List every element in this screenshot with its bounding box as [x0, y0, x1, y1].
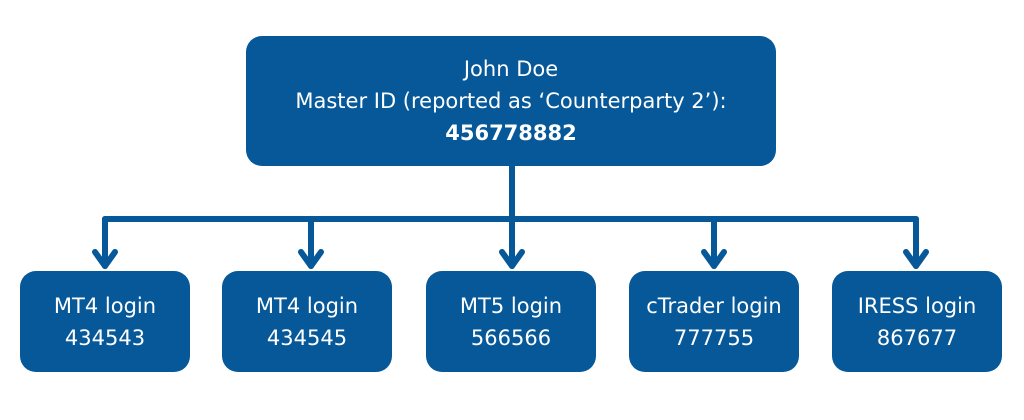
master-account-box: John Doe Master ID (reported as ‘Counter… — [246, 36, 776, 166]
login-number: 434543 — [64, 325, 146, 350]
login-platform: IRESS login — [857, 293, 977, 318]
master-name: John Doe — [463, 57, 559, 81]
login-platform: MT4 login — [53, 293, 157, 318]
login-box-4: cTrader login 777755 — [629, 271, 799, 372]
master-id-value: 456778882 — [445, 121, 577, 145]
arrow-4 — [701, 216, 727, 269]
login-number: 434545 — [266, 325, 348, 350]
arrow-1 — [92, 216, 118, 269]
login-box-2: MT4 login 434545 — [222, 271, 392, 372]
login-number: 867677 — [876, 325, 958, 350]
login-platform: MT4 login — [255, 293, 359, 318]
login-number: 777755 — [673, 325, 755, 350]
arrow-2 — [298, 216, 324, 269]
login-box-5: IRESS login 867677 — [832, 271, 1002, 372]
arrow-3 — [499, 216, 525, 269]
arrow-5 — [903, 216, 929, 269]
login-platform: cTrader login — [646, 293, 782, 318]
login-box-1: MT4 login 434543 — [20, 271, 190, 372]
login-platform: MT5 login — [459, 293, 563, 318]
login-number: 566566 — [470, 325, 552, 350]
login-box-3: MT5 login 566566 — [426, 271, 596, 372]
master-id-label: Master ID (reported as ‘Counterparty 2’)… — [295, 89, 727, 113]
